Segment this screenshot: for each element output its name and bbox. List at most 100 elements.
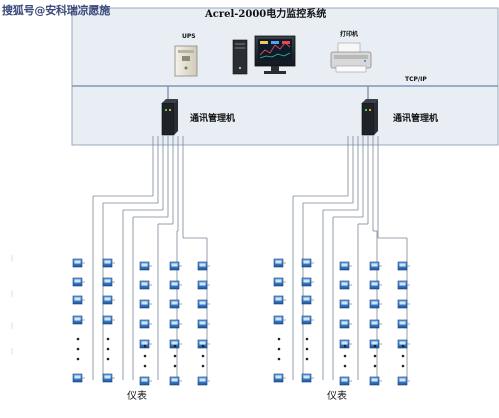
computer-icon <box>232 35 296 75</box>
meter-icon <box>301 295 314 305</box>
watermark-text: 搜狐号@安科瑞凉愿施 <box>2 4 110 17</box>
meter-group-label-right: 仪表 <box>327 391 347 402</box>
meter-icon <box>169 319 182 329</box>
meter-icon <box>369 319 382 329</box>
meter-icon <box>169 280 182 290</box>
meter-icon <box>273 277 286 287</box>
meter-icon <box>273 258 286 268</box>
ellipsis-dot <box>305 347 309 351</box>
meter-icon <box>397 376 410 386</box>
meter-icon <box>301 373 314 383</box>
printer-label: 打印机 <box>340 31 359 38</box>
ellipsis-dot <box>143 364 147 368</box>
meter-icon <box>72 295 85 305</box>
meter-icon <box>397 280 410 290</box>
meter-icon <box>139 261 152 271</box>
ellipsis-dot <box>143 354 147 358</box>
meter-icon <box>197 280 210 290</box>
ellipsis-dot <box>76 347 80 351</box>
meter-icon <box>169 261 182 271</box>
ellipsis-dot <box>143 344 147 348</box>
ellipsis-dot <box>173 364 177 368</box>
ellipsis-dot <box>277 347 281 351</box>
network-label: TCP/IP <box>405 76 427 83</box>
meter-icon <box>339 319 352 329</box>
meter-icon <box>197 376 210 386</box>
meter-icon <box>139 319 152 329</box>
meter-icon <box>102 277 115 287</box>
meter-icon <box>102 373 115 383</box>
meter-icon <box>72 258 85 268</box>
printer-icon <box>330 42 372 73</box>
ellipsis-dot <box>76 337 80 341</box>
meter-icon <box>169 299 182 309</box>
meter-icon <box>369 376 382 386</box>
meter-icon <box>369 339 382 349</box>
meter-icon <box>301 315 314 325</box>
meter-icon <box>273 373 286 383</box>
ellipsis-dot <box>305 357 309 361</box>
ellipsis-dot <box>373 354 377 358</box>
meter-icon <box>197 339 210 349</box>
ellipsis-dot <box>201 354 205 358</box>
meter-icon <box>397 319 410 329</box>
meter-icon <box>102 315 115 325</box>
meter-icon <box>339 376 352 386</box>
meter-icon <box>72 315 85 325</box>
ellipsis-dot <box>343 354 347 358</box>
meter-icon <box>139 280 152 290</box>
ellipsis-dot <box>343 344 347 348</box>
meter-icon <box>197 299 210 309</box>
left-bus-tree <box>92 136 208 380</box>
router-icon <box>161 99 178 136</box>
meter-icon <box>139 339 152 349</box>
meter-icon <box>197 261 210 271</box>
station-level-panel <box>71 7 499 146</box>
right-meter-group <box>273 258 410 386</box>
ellipsis-dot <box>106 337 110 341</box>
meter-icon <box>301 258 314 268</box>
ellipsis-dot <box>373 364 377 368</box>
ellipsis-dot <box>173 354 177 358</box>
ups-icon <box>174 45 198 77</box>
meter-icon <box>102 258 115 268</box>
meter-icon <box>339 339 352 349</box>
ellipsis-dot <box>373 344 377 348</box>
ellipsis-dot <box>401 354 405 358</box>
meter-icon <box>397 261 410 271</box>
meter-icon <box>139 299 152 309</box>
ellipsis-dot <box>343 364 347 368</box>
manager-label-right: 通讯管理机 <box>393 114 439 124</box>
meter-icon <box>102 295 115 305</box>
meter-icon <box>139 376 152 386</box>
ellipsis-dot <box>401 344 405 348</box>
ups-label: UPS <box>182 33 196 40</box>
meter-icon <box>169 376 182 386</box>
meter-icon <box>197 319 210 329</box>
meter-icon <box>339 299 352 309</box>
meter-icon <box>339 261 352 271</box>
system-title: Acrel-2000电力监控系统 <box>205 9 327 20</box>
meter-icon <box>339 280 352 290</box>
ellipsis-dot <box>201 344 205 348</box>
meter-icon <box>397 299 410 309</box>
meter-icon <box>369 280 382 290</box>
meter-icon <box>273 315 286 325</box>
ellipsis-dot <box>305 337 309 341</box>
meter-icon <box>273 295 286 305</box>
ellipsis-dot <box>401 364 405 368</box>
ellipsis-dot <box>76 357 80 361</box>
ellipsis-dot <box>173 344 177 348</box>
left-meter-group <box>72 258 210 386</box>
ellipsis-dot <box>201 364 205 368</box>
meter-icon <box>369 261 382 271</box>
meter-icon <box>301 277 314 287</box>
meter-icon <box>72 277 85 287</box>
ellipsis-dot <box>106 347 110 351</box>
meter-icon <box>72 373 85 383</box>
meter-icon <box>397 339 410 349</box>
meter-icon <box>169 339 182 349</box>
right-bus-tree <box>292 136 408 380</box>
